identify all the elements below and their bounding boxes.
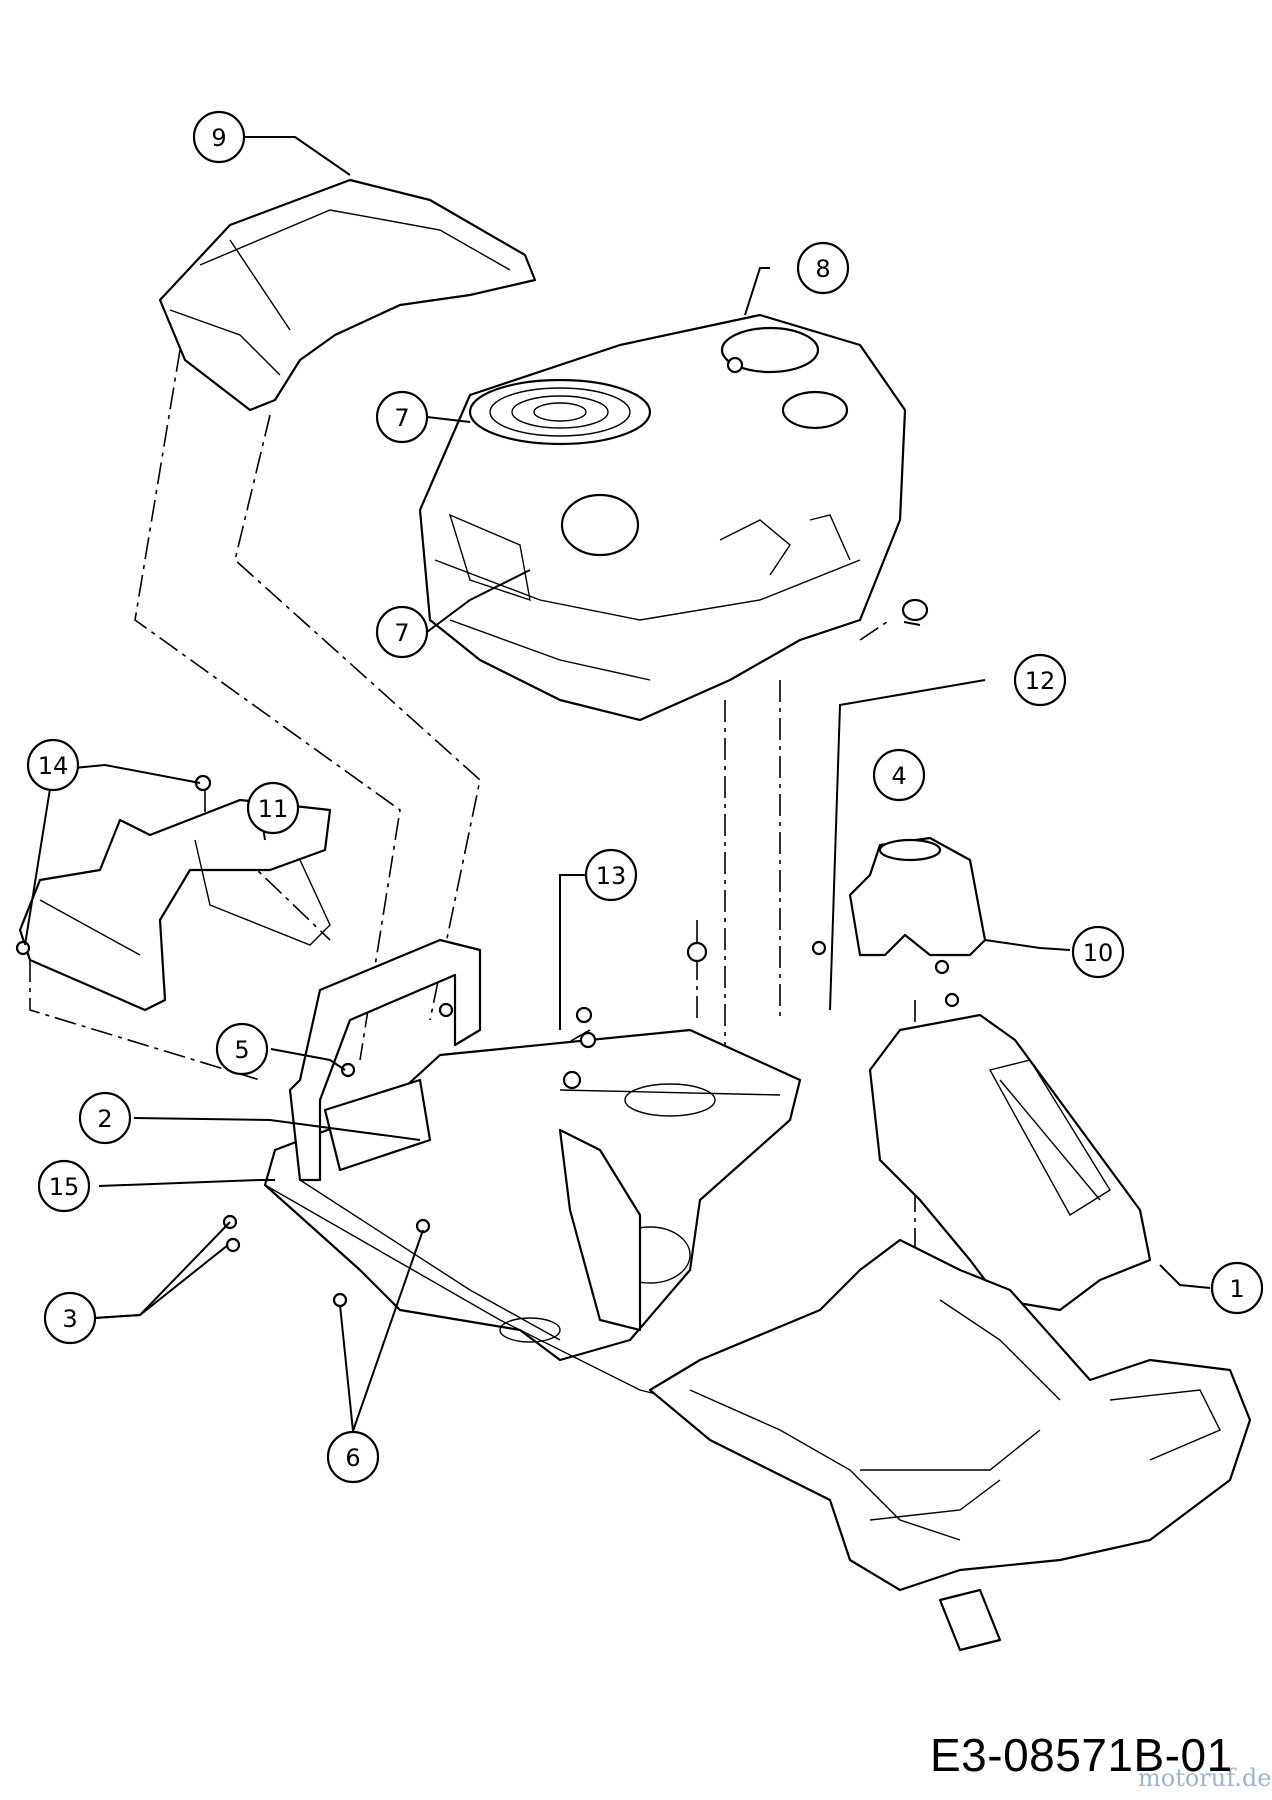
frame-part (263, 938, 881, 1441)
callout-1: 1 (1210, 1261, 1264, 1315)
callout-3: 3 (43, 1291, 97, 1345)
callout-6-label: 6 (345, 1444, 360, 1472)
hood-part (418, 313, 907, 722)
callout-12-label: 12 (1025, 667, 1056, 695)
callout-12: 12 (1013, 653, 1067, 707)
callout-13-label: 13 (596, 862, 627, 890)
callout-4: 4 (872, 748, 926, 802)
floor-pan-part (648, 1238, 1252, 1652)
callout-5: 5 (215, 1022, 269, 1076)
rear-cover-part (158, 178, 537, 412)
callout-4-label: 4 (891, 762, 906, 790)
callout-11: 11 (246, 781, 300, 835)
callout-9: 9 (192, 110, 246, 164)
plug-part (901, 598, 929, 622)
callout-7-lower: 7 (375, 605, 429, 659)
callout-7-lower-label: 7 (394, 619, 409, 647)
side-panel-part (18, 798, 332, 1012)
drawing-code: E3-08571B-01 (930, 1729, 1233, 1781)
callout-14: 14 (26, 738, 80, 792)
callout-7-upper-label: 7 (394, 404, 409, 432)
callout-8-label: 8 (815, 255, 830, 283)
leader-lines (24, 136, 1211, 1432)
callout-11-label: 11 (258, 795, 289, 823)
watermark: motoruf.de (1138, 1764, 1271, 1792)
front-cover-part (868, 1013, 1152, 1312)
hardware (15, 356, 960, 1308)
callout-5-label: 5 (234, 1036, 249, 1064)
callout-10: 10 (1071, 925, 1125, 979)
callout-3-label: 3 (62, 1305, 77, 1333)
callout-13: 13 (584, 848, 638, 902)
callout-8: 8 (796, 241, 850, 295)
callout-1-label: 1 (1229, 1275, 1244, 1303)
callout-15-label: 15 (49, 1173, 80, 1201)
callout-6: 6 (326, 1430, 380, 1484)
callout-2: 2 (78, 1091, 132, 1145)
callout-7-upper: 7 (375, 390, 429, 444)
callout-2-label: 2 (97, 1105, 112, 1133)
callout-15: 15 (37, 1159, 91, 1213)
callout-9-label: 9 (211, 124, 226, 152)
callout-14-label: 14 (38, 752, 69, 780)
callout-10-label: 10 (1083, 939, 1114, 967)
column-cover-part (848, 836, 987, 957)
